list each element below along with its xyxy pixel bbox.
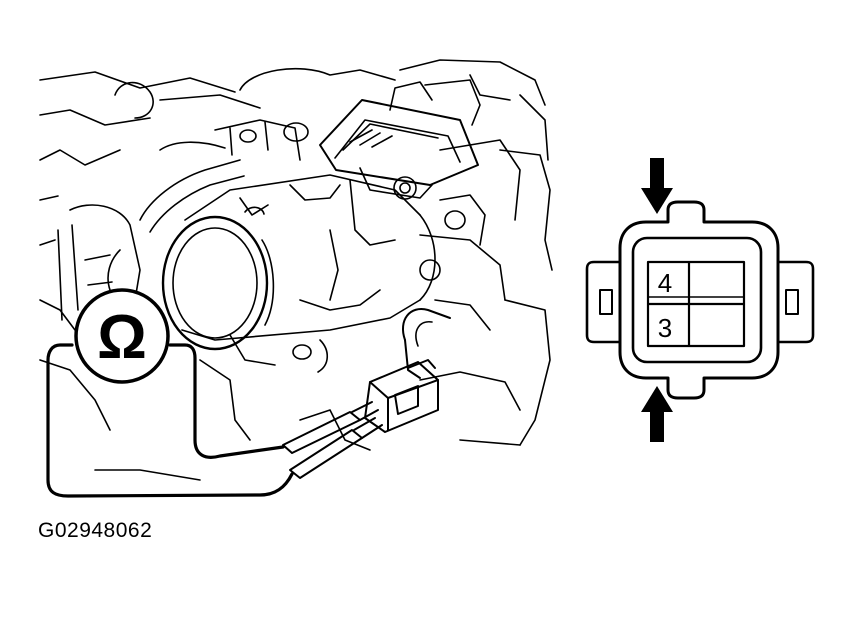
- ohm-icon: Ω: [97, 303, 147, 372]
- figure-id: G02948062: [38, 519, 153, 542]
- test-probes: [282, 401, 383, 479]
- connector-face: [585, 200, 815, 400]
- connector-right-latch: [778, 260, 815, 344]
- up-arrow-icon: [641, 386, 673, 442]
- connector-inner-frame: [631, 236, 763, 364]
- ohmmeter-leads: [46, 343, 294, 498]
- ohmmeter-body: [74, 288, 170, 384]
- terminal-3-label: 3: [658, 313, 672, 343]
- connector-left-latch: [585, 260, 620, 344]
- ohmmeter: [74, 288, 170, 384]
- connector-housing: [618, 200, 780, 400]
- terminal-4-label: 4: [658, 268, 672, 298]
- down-arrow-icon: [641, 158, 673, 214]
- throttle-body-illustration: [39, 59, 553, 481]
- harness-connector: [364, 359, 439, 433]
